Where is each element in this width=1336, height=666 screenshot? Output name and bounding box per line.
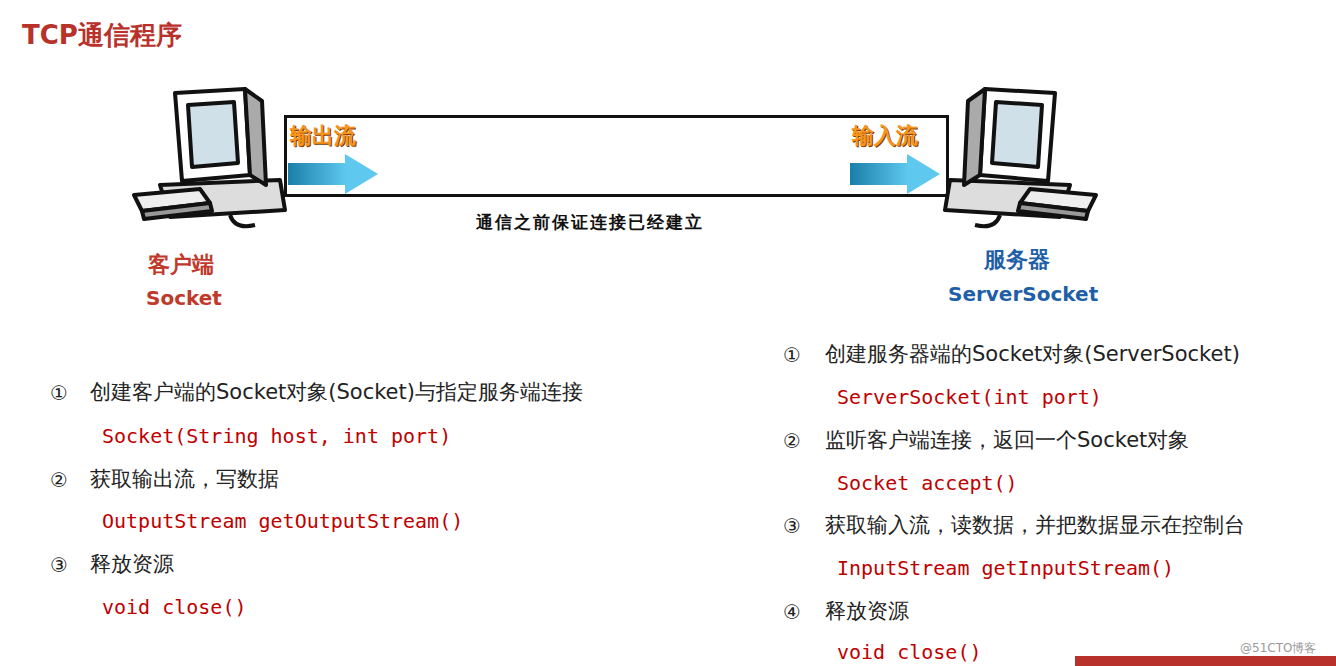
step-number: ① bbox=[783, 343, 801, 367]
step-text: 获取输入流，读数据，并把数据显示在控制台 bbox=[825, 513, 1245, 538]
title: TCP通信程序 bbox=[22, 20, 182, 51]
api-signature: ServerSocket(int port) bbox=[837, 385, 1102, 409]
class-name: Socket bbox=[146, 286, 222, 310]
host-node: 客户端 Socket bbox=[120, 80, 300, 320]
step-text: 释放资源 bbox=[825, 599, 909, 624]
step-number: ④ bbox=[783, 600, 801, 624]
pipe-caption: 通信之前保证连接已经建立 bbox=[476, 212, 704, 232]
role-name: 客户端 bbox=[148, 252, 214, 278]
step-number: ② bbox=[783, 429, 801, 453]
api-signature: OutputStream getOutputStream() bbox=[102, 509, 463, 533]
output-arrow bbox=[288, 154, 378, 194]
step-text: 释放资源 bbox=[90, 552, 174, 577]
api-signature: Socket(String host, int port) bbox=[102, 424, 451, 448]
step-number: ② bbox=[50, 468, 68, 492]
client-computer bbox=[134, 89, 285, 226]
connection-pipe: 输出流 输入流 bbox=[284, 115, 949, 197]
stream-label: 输出流 bbox=[290, 123, 356, 149]
server-computer bbox=[945, 89, 1096, 226]
step-text: 获取输出流，写数据 bbox=[90, 467, 279, 492]
api-signature: Socket accept() bbox=[837, 471, 1018, 495]
step-text: 创建服务器端的Socket对象(ServerSocket) bbox=[825, 342, 1240, 367]
api-signature: void close() bbox=[102, 595, 247, 619]
host-node: 服务器 ServerSocket bbox=[940, 80, 1110, 320]
api-signature: void close() bbox=[837, 640, 982, 664]
input-arrow bbox=[850, 154, 940, 194]
class-name: ServerSocket bbox=[948, 282, 1098, 306]
api-signature: InputStream getInputStream() bbox=[837, 556, 1174, 580]
step-text: 创建客户端的Socket对象(Socket)与指定服务端连接 bbox=[90, 380, 583, 405]
corner-bar bbox=[1075, 656, 1336, 666]
role-name: 服务器 bbox=[984, 247, 1050, 273]
stream-label: 输入流 bbox=[852, 123, 918, 149]
step-number: ③ bbox=[50, 553, 68, 577]
step-number: ③ bbox=[783, 514, 801, 538]
watermark: @51CTO博客 bbox=[1240, 641, 1316, 655]
step-text: 监听客户端连接，返回一个Socket对象 bbox=[825, 428, 1189, 453]
step-number: ① bbox=[50, 381, 68, 405]
